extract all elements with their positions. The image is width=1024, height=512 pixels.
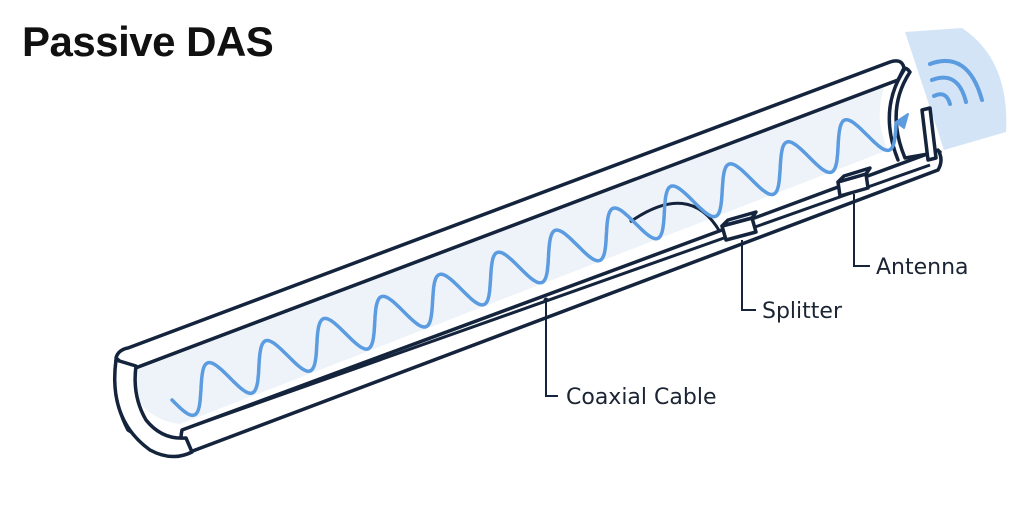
antenna-signal-icon (928, 58, 984, 106)
tube-front-opening (112, 358, 194, 459)
callout-splitter: Splitter (741, 240, 843, 324)
coaxial-cable (195, 163, 931, 427)
label-antenna: Antenna (876, 255, 969, 280)
signal-glow (905, 28, 1007, 150)
splitter-branch-cable (629, 201, 722, 233)
splitter-box (720, 210, 758, 242)
tube-back-opening (887, 68, 906, 162)
callout-coaxial-cable: Coaxial Cable (543, 297, 716, 410)
label-coaxial-cable: Coaxial Cable (566, 385, 716, 410)
label-splitter: Splitter (762, 299, 843, 324)
wave-arrow-icon (895, 113, 909, 129)
antenna-mast (920, 106, 938, 162)
antenna-connector-box (836, 166, 872, 198)
page-title: Passive DAS (22, 18, 274, 65)
callout-antenna: Antenna (853, 194, 969, 280)
tube-top-rim-cap (114, 59, 906, 372)
rf-signal-wave (170, 117, 898, 418)
